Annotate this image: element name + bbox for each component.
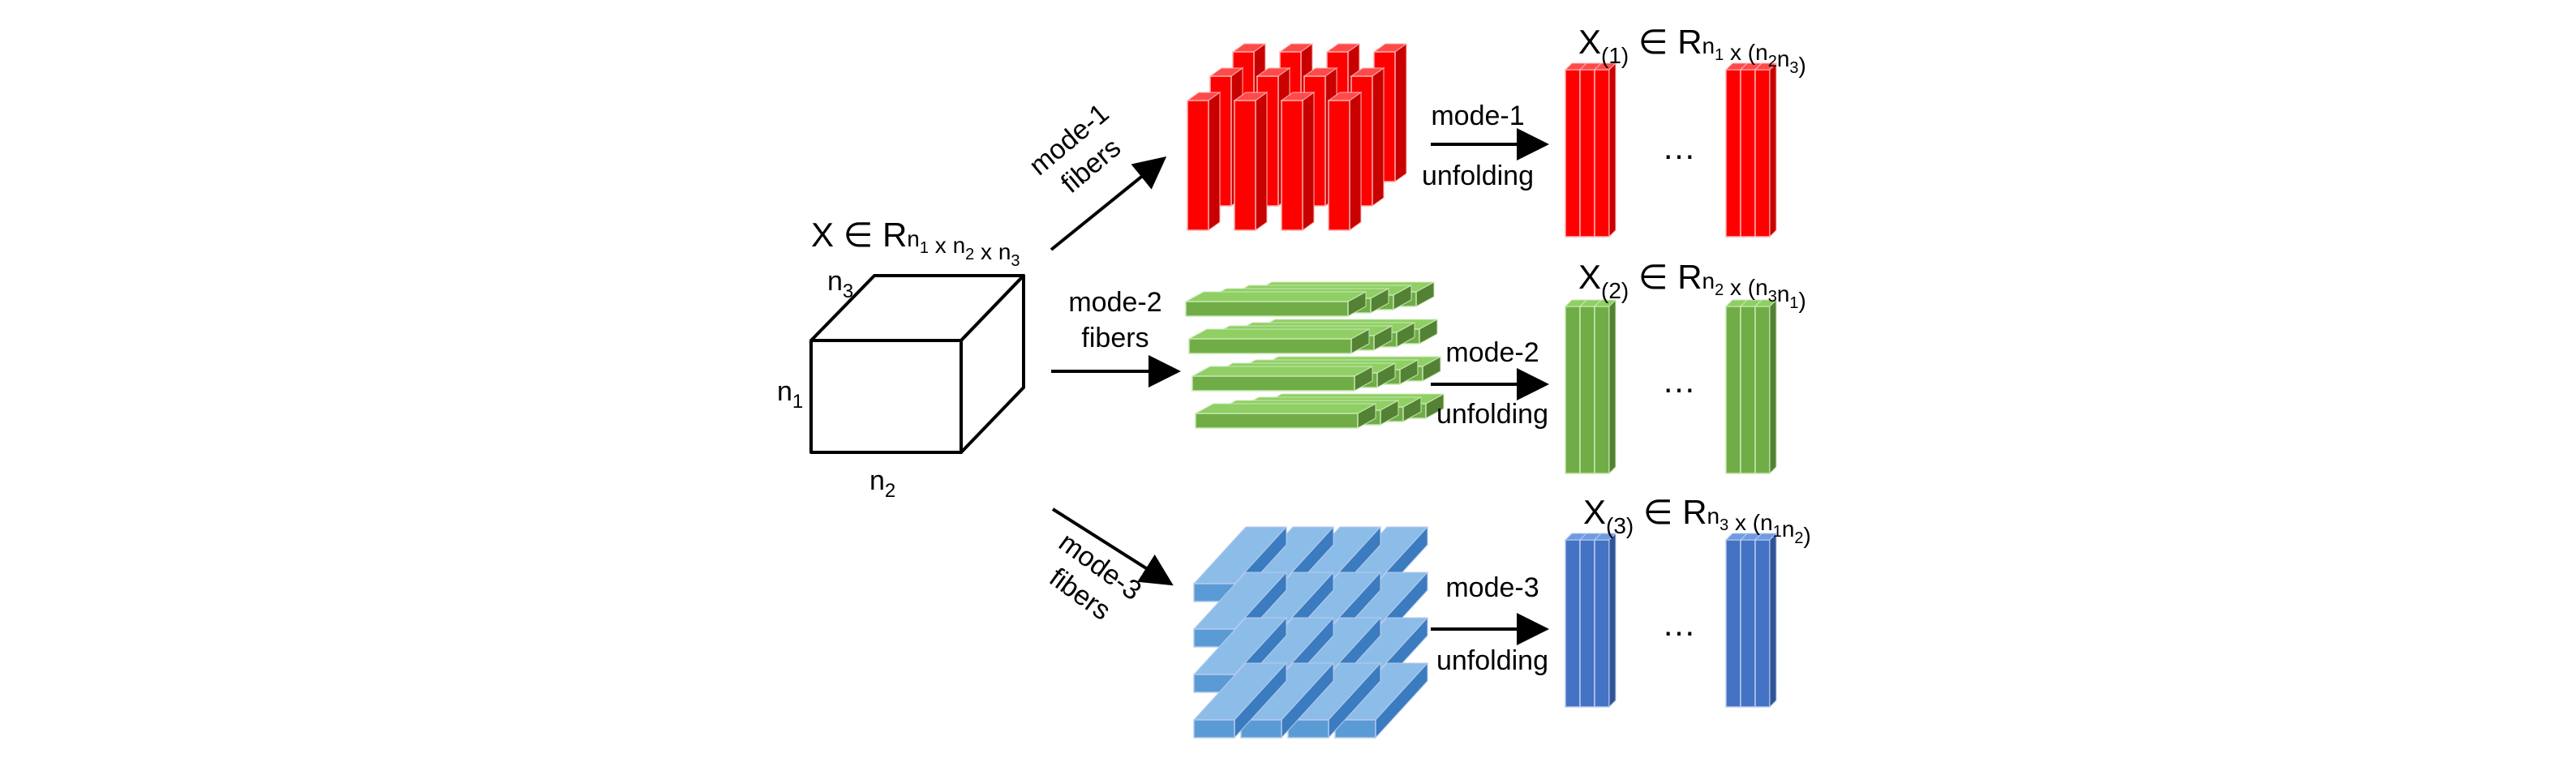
svg-text:mode-1: mode-1 (1431, 101, 1524, 131)
svg-text:fibers: fibers (1081, 323, 1148, 353)
mode-1-fibers-arrow (1050, 156, 1167, 251)
mode-3-unfolded-matrix (1564, 532, 1778, 709)
tensor-space-label: X ∈ Rn1 x n2 x n3 (811, 216, 1020, 270)
mode-3-fibers-arrow (1051, 507, 1174, 586)
mode-1-fiber (1233, 92, 1269, 231)
matrix-side (1769, 532, 1777, 709)
matrix-column (1564, 62, 1588, 238)
svg-text:unfolding: unfolding (1422, 161, 1534, 191)
mode-2-fibers-label: mode-2 fibers (1068, 287, 1161, 353)
mode-1-ellipsis: … (1662, 128, 1696, 166)
mode-2-fiber (1188, 328, 1370, 354)
svg-text:mode-3: mode-3 (1445, 572, 1539, 603)
svg-text:mode-2: mode-2 (1068, 287, 1161, 318)
mode-2-ellipsis: … (1662, 362, 1696, 400)
mode-2-fiber (1185, 291, 1367, 317)
mode-3-ellipsis: … (1662, 605, 1696, 643)
tensor-cube (809, 274, 1025, 454)
dimension-n1-label: n1 (777, 376, 803, 413)
matrix-column (1564, 299, 1588, 474)
matrix-side (1608, 298, 1616, 475)
mode-3-fibers-label: mode-3 fibers (1044, 527, 1147, 627)
mode-1-unfolded-matrix (1564, 62, 1778, 238)
svg-text:mode-2: mode-2 (1445, 337, 1539, 368)
mode-2-fibers (1185, 281, 1445, 429)
dimension-n2-label: n2 (869, 465, 895, 502)
mode-1-fiber (1280, 92, 1316, 231)
mode-3-unfolding-label: mode-3 unfolding (1436, 572, 1548, 676)
matrix-column (1593, 533, 1617, 708)
mode-1-fiber (1327, 92, 1363, 231)
mode-2-unfolded-matrix (1564, 298, 1778, 475)
mode-2-matrix-space-label: X(2) ∈ Rn2 x (n3n1) (1578, 258, 1806, 313)
mode-1-fiber (1186, 92, 1221, 231)
matrix-side (1608, 62, 1616, 238)
matrix-side (1608, 532, 1616, 709)
matrix-side (1769, 298, 1777, 475)
dimension-n3-label: n3 (827, 266, 853, 302)
matrix-side (1769, 62, 1777, 238)
mode-2-fiber (1195, 403, 1376, 429)
mode-3-matrix-space-label: X(3) ∈ Rn3 x (n1n2) (1583, 493, 1811, 548)
mode-1-fibers (1186, 43, 1408, 231)
mode-1-fibers-label: mode-1 fibers (1024, 98, 1127, 199)
mode-3-fiber (1192, 662, 1288, 739)
mode-1-matrix-space-label: X(1) ∈ Rn1 x (n2n3) (1578, 23, 1806, 78)
svg-text:unfolding: unfolding (1436, 399, 1548, 430)
mode-2-unfolding-label: mode-2 unfolding (1436, 337, 1548, 430)
mode-1-unfolding-label: mode-1 unfolding (1422, 101, 1534, 191)
matrix-column (1578, 533, 1603, 708)
svg-text:unfolding: unfolding (1436, 645, 1548, 676)
mode-2-fiber (1191, 366, 1373, 392)
mode-3-fibers (1192, 525, 1429, 739)
